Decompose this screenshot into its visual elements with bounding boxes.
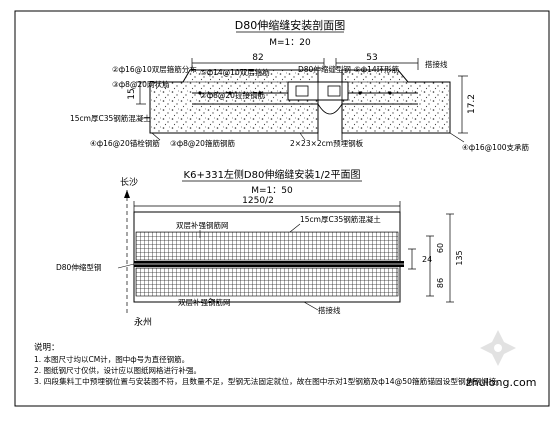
section-scale: M=1：20 bbox=[269, 38, 311, 48]
plan-callout-mesh-top: 双层补强钢筋网 bbox=[176, 220, 229, 230]
notes-heading: 说明： bbox=[34, 342, 60, 353]
callout-mid-3: 15cm厚C35钢筋混凝土 bbox=[70, 113, 151, 123]
watermark-text: zhulong.com bbox=[466, 376, 536, 389]
plan-callout-mesh-bottom: 双层补强钢筋网 bbox=[178, 297, 231, 307]
dim-right-width: 53 bbox=[366, 53, 377, 63]
drawing-frame bbox=[14, 10, 550, 407]
callout-top-5: 搭接线 bbox=[425, 59, 448, 69]
plan-dim-total: 1250/2 bbox=[242, 196, 274, 206]
notes-item-1: 1. 本图尺寸均以CM计，图中ф号为直径钢筋。 bbox=[34, 354, 189, 364]
callout-top-4: ⑤ф14环形筋 bbox=[354, 64, 400, 74]
plan-title: K6+331左侧D80伸缩缝安装1/2平面图 bbox=[184, 168, 361, 181]
watermark: zhulong.com bbox=[466, 330, 536, 389]
callout-bottom-1: ④ф16@20锚栓钢筋 bbox=[90, 138, 160, 148]
section-title: D80伸缩缝安装剖面图 bbox=[235, 18, 345, 32]
callout-mid-1: ③ф8@20网状筋 bbox=[112, 79, 170, 89]
notes-item-2: 2. 图纸钢尺寸仅供，设计应以图纸网格进行补强。 bbox=[34, 365, 201, 375]
notes-item-3: 3. 四段集料工中预埋钢位置与安装图不符，且数量不足，型钢无法固定就位，故在图中… bbox=[34, 376, 504, 386]
section-concrete-left bbox=[149, 69, 319, 134]
callout-mid-2: ②ф8@20拉接钢筋 bbox=[200, 90, 265, 100]
callout-bottom-2: ③ф8@20箍筋钢筋 bbox=[170, 138, 235, 148]
plan-view: K6+331左侧D80伸缩缝安装1/2平面图 M=1：50 长沙 永州 1250… bbox=[56, 168, 464, 328]
dim-left-width: 82 bbox=[252, 53, 263, 63]
dim-left-height: 15 bbox=[127, 88, 137, 99]
plan-callout-steel: D80伸缩型钢 bbox=[56, 262, 101, 272]
dim-right-height: 17.2 bbox=[467, 94, 477, 114]
section-view: D80伸缩缝安装剖面图 M=1：20 82 53 bbox=[70, 18, 529, 152]
plan-dim-3: 86 bbox=[436, 278, 445, 288]
plan-mesh-bottom bbox=[135, 267, 399, 297]
plan-mesh-top bbox=[135, 231, 399, 261]
callout-bottom-4: ④ф16@100支承筋 bbox=[462, 142, 529, 152]
plan-dim-1: 24 bbox=[422, 255, 432, 264]
plan-callout-lap: 搭接线 bbox=[318, 305, 341, 315]
callout-top-3: D80伸缩缝型钢 bbox=[298, 64, 351, 74]
plan-label-top-left: 长沙 bbox=[120, 176, 138, 188]
callout-top-1: ②ф16@10双层箍筋分布 bbox=[112, 64, 197, 74]
plan-scale: M=1：50 bbox=[251, 186, 293, 196]
plan-label-bottom-left: 永州 bbox=[134, 316, 152, 328]
plan-dim-4: 135 bbox=[455, 250, 464, 265]
plan-callout-concrete: 15cm厚C35钢筋混凝土 bbox=[300, 214, 381, 224]
plan-dim-2: 60 bbox=[436, 243, 445, 253]
callout-top-2: ⑤ф14@10双层箍筋 bbox=[200, 67, 270, 77]
section-concrete-right bbox=[341, 69, 451, 134]
notes-block: 说明： 1. 本图尺寸均以CM计，图中ф号为直径钢筋。 2. 图纸钢尺寸仅供，设… bbox=[34, 342, 504, 386]
callout-bottom-3: 2×23×2cm预埋钢板 bbox=[290, 138, 364, 148]
